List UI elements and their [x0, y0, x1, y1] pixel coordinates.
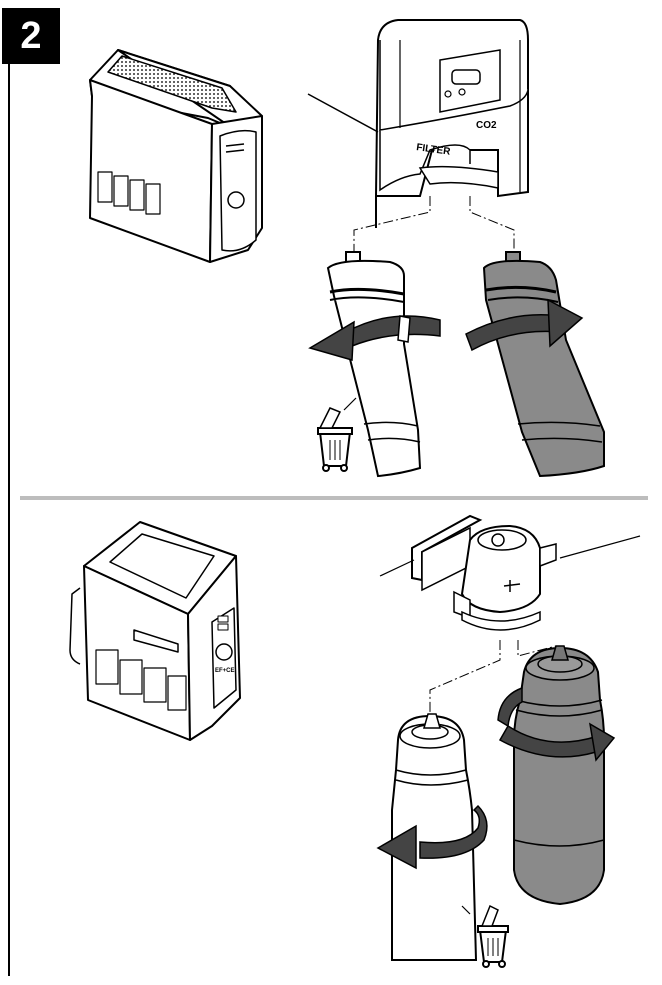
- co2-label: CO2: [476, 120, 497, 131]
- new-filter-cartridge-bottom: [514, 646, 604, 904]
- dispenser-unit-bottom: [70, 522, 240, 740]
- dispenser-unit-top: [90, 50, 262, 262]
- alignment-guide-top: [354, 196, 514, 252]
- device-mark-label: EF+CE: [215, 668, 235, 674]
- filter-head-bottom: [380, 516, 640, 630]
- new-filter-cartridge-top: [484, 252, 604, 476]
- trash-bin-icon: [318, 398, 356, 471]
